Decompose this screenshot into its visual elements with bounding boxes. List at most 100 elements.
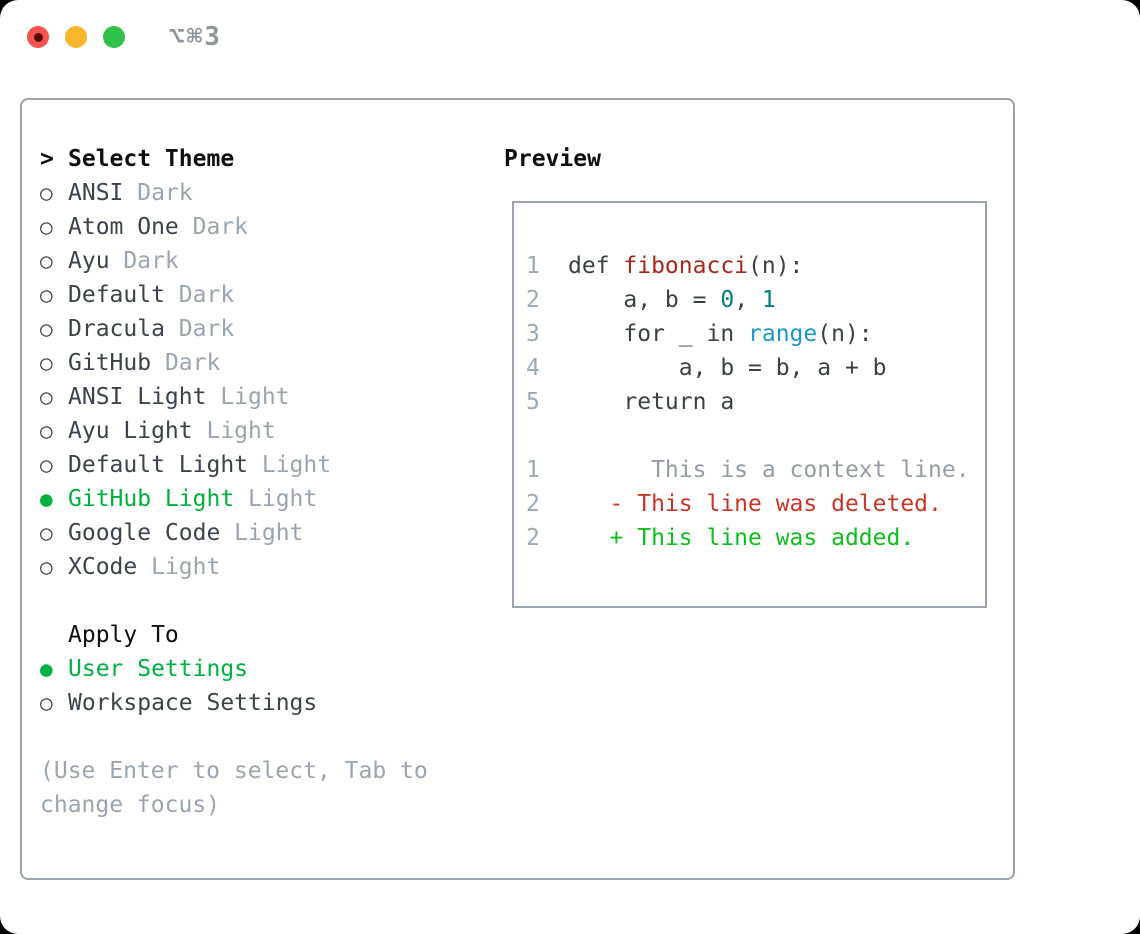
code-content: a, b = b, a + b	[568, 355, 887, 381]
theme-option[interactable]: ○ Atom One Dark	[40, 210, 504, 244]
radio-icon: ○	[40, 215, 53, 239]
code-content: + This line was added.	[568, 525, 915, 551]
option-label: Workspace Settings	[68, 690, 318, 716]
radio-icon: ○	[40, 385, 53, 409]
radio-icon: ○	[40, 351, 53, 375]
code-content: def fibonacci(n):	[568, 253, 804, 279]
apply-to-header: Apply To	[40, 618, 504, 652]
line-number: 2	[526, 491, 540, 517]
spacer	[40, 584, 504, 618]
theme-option[interactable]: ○ XCode Light	[40, 550, 504, 584]
code-content: - This line was deleted.	[568, 491, 942, 517]
radio-icon: ○	[40, 181, 53, 205]
option-label: ANSI	[68, 180, 124, 206]
code-line	[526, 419, 985, 453]
option-label: Ayu	[68, 248, 110, 274]
line-number: 2	[526, 287, 540, 313]
radio-icon: ●	[40, 487, 53, 511]
theme-option[interactable]: ○ Default Light Light	[40, 448, 504, 482]
window-title: ⌥⌘3	[169, 22, 222, 52]
theme-variant-tag: Dark	[192, 214, 249, 240]
radio-icon: ○	[40, 249, 53, 273]
theme-option[interactable]: ○ Ayu Dark	[40, 244, 504, 278]
option-label: Google Code	[68, 520, 221, 546]
code-content: return a	[568, 389, 735, 415]
theme-variant-tag: Dark	[164, 350, 221, 376]
option-label: Default	[68, 282, 165, 308]
spacer	[40, 720, 504, 754]
theme-variant-tag: Light	[261, 452, 332, 478]
option-label: GitHub	[68, 350, 152, 376]
select-theme-header: >Select Theme	[40, 142, 504, 176]
radio-icon: ●	[40, 657, 53, 681]
titlebar: ⌥⌘3	[27, 22, 222, 52]
zoom-button[interactable]	[103, 26, 125, 48]
code-line: 5 return a	[526, 385, 985, 419]
code-line: 1 def fibonacci(n):	[526, 249, 985, 283]
apply-option[interactable]: ○ Workspace Settings	[40, 686, 504, 720]
option-label: XCode	[68, 554, 138, 580]
code-content: a, b = 0, 1	[568, 287, 776, 313]
line-number: 1	[526, 253, 540, 279]
minimize-button[interactable]	[65, 26, 87, 48]
theme-option[interactable]: ○ ANSI Dark	[40, 176, 504, 210]
help-text-line2: change focus)	[40, 792, 221, 818]
theme-option[interactable]: ○ ANSI Light Light	[40, 380, 504, 414]
code-line: 2 + This line was added.	[526, 521, 985, 555]
radio-icon: ○	[40, 691, 53, 715]
radio-icon: ○	[40, 317, 53, 341]
theme-variant-tag: Dark	[178, 282, 235, 308]
apply-option[interactable]: ● User Settings	[40, 652, 504, 686]
select-theme-title: Select Theme	[68, 146, 235, 172]
help-text-line1: (Use Enter to select, Tab to	[40, 758, 428, 784]
code-line: 2 - This line was deleted.	[526, 487, 985, 521]
option-label: GitHub Light	[68, 486, 235, 512]
theme-option[interactable]: ● GitHub Light Light	[40, 482, 504, 516]
preview-title: Preview	[504, 146, 601, 172]
radio-icon: ○	[40, 419, 53, 443]
line-number: 4	[526, 355, 540, 381]
line-number: 5	[526, 389, 540, 415]
theme-variant-tag: Light	[248, 486, 318, 512]
line-number: 1	[526, 457, 540, 483]
theme-option[interactable]: ○ Dracula Dark	[40, 312, 504, 346]
theme-variant-tag: Dark	[123, 248, 179, 274]
code-line: 2 a, b = 0, 1	[526, 283, 985, 317]
code-content: for _ in range(n):	[568, 321, 873, 347]
theme-variant-tag: Light	[220, 384, 290, 410]
radio-icon: ○	[40, 453, 53, 477]
theme-option[interactable]: ○ GitHub Dark	[40, 346, 504, 380]
option-label: Dracula	[68, 316, 165, 342]
line-number: 2	[526, 525, 540, 551]
theme-variant-tag: Light	[234, 520, 304, 546]
theme-variant-tag: Light	[151, 554, 221, 580]
line-number	[526, 419, 568, 453]
code-line: 4 a, b = b, a + b	[526, 351, 985, 385]
close-button[interactable]	[27, 26, 49, 48]
theme-option[interactable]: ○ Google Code Light	[40, 516, 504, 550]
option-label: ANSI Light	[68, 384, 207, 410]
option-label: Default Light	[68, 452, 249, 478]
theme-variant-tag: Dark	[178, 316, 235, 342]
code-content: This is a context line.	[568, 457, 970, 483]
line-number: 3	[526, 321, 540, 347]
radio-icon: ○	[40, 521, 53, 545]
radio-icon: ○	[40, 555, 53, 579]
code-line: 3 for _ in range(n):	[526, 317, 985, 351]
option-label: User Settings	[68, 656, 249, 682]
close-dot-icon	[33, 32, 43, 42]
code-line: 1 This is a context line.	[526, 453, 985, 487]
option-label: Atom One	[68, 214, 179, 240]
apply-to-title: Apply To	[68, 622, 179, 648]
option-label: Ayu Light	[68, 418, 193, 444]
apply-options-list: ● User Settings ○ Workspace Settings	[40, 652, 504, 720]
theme-variant-tag: Dark	[137, 180, 193, 206]
